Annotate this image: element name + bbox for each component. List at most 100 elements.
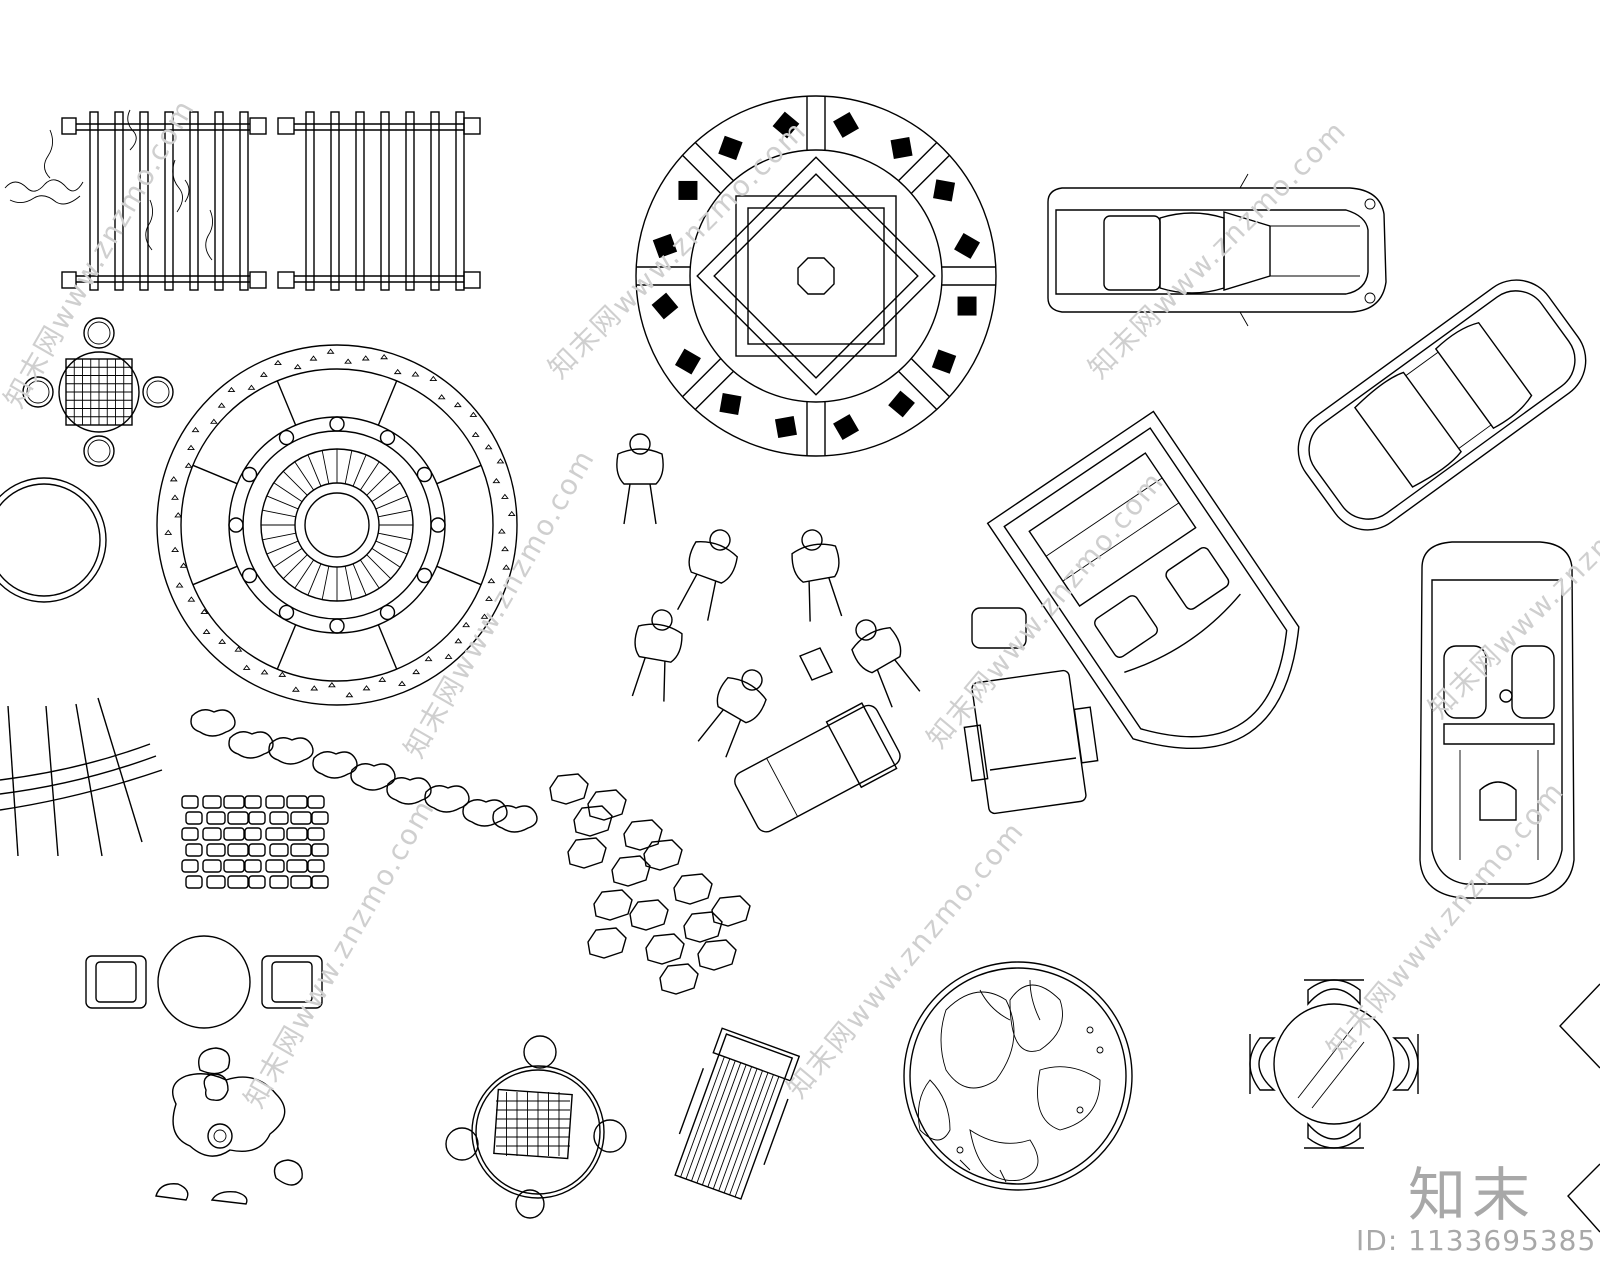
fountain-tile — [833, 414, 860, 441]
stepping-stone — [462, 799, 508, 827]
paving-block — [265, 859, 285, 873]
gravel-mark — [437, 394, 446, 400]
paving-block — [269, 843, 289, 857]
paving-block — [265, 827, 285, 841]
paving-block — [244, 859, 262, 873]
gravel-mark — [293, 363, 302, 370]
gravel-mark — [344, 358, 352, 364]
chair-seat — [1392, 1037, 1419, 1091]
gravel-mark — [242, 664, 251, 670]
plaza-segment — [262, 532, 296, 541]
paving-block — [290, 843, 312, 857]
plaza-light — [241, 567, 258, 584]
gravel-mark — [247, 384, 256, 390]
plaza-ray — [377, 380, 398, 426]
paving-block — [223, 827, 245, 841]
watermark-text-8: 知末网www.znzmo.com — [1320, 775, 1571, 1065]
paving-block — [244, 827, 262, 841]
deck-slat — [734, 1076, 780, 1198]
gravel-mark — [453, 401, 462, 408]
gravel-mark — [164, 529, 173, 535]
fountain-tile — [678, 180, 698, 200]
person-head — [801, 529, 823, 551]
plaza-ray — [192, 464, 238, 485]
paving-block — [290, 811, 312, 825]
flagstone — [697, 939, 737, 971]
pergola-slat — [189, 111, 199, 291]
gravel-mark — [412, 668, 421, 675]
flagstone — [573, 805, 613, 837]
plaza-ray — [377, 624, 398, 670]
pergola-slat — [455, 111, 465, 291]
gravel-mark — [487, 577, 496, 584]
person-head — [741, 669, 763, 691]
gravel-mark — [200, 608, 209, 615]
plaza-light — [379, 604, 396, 621]
plaza-segment — [359, 559, 380, 589]
flagstone — [659, 963, 699, 995]
plaza-segment — [359, 461, 380, 491]
gravel-mark — [497, 528, 506, 534]
pergola-slat — [239, 111, 249, 291]
round-pool — [0, 477, 107, 603]
paving-block — [248, 811, 266, 825]
deck-slat — [696, 1062, 742, 1184]
pergola-slat — [430, 111, 440, 291]
paving-block — [181, 859, 199, 873]
plaza-ray — [276, 380, 297, 426]
plaza-segment — [378, 532, 412, 541]
plaza-segment — [371, 547, 401, 568]
gravel-mark — [411, 371, 420, 377]
gravel-mark — [309, 355, 318, 361]
gravel-mark — [502, 564, 511, 570]
paving-block — [307, 859, 325, 873]
deck-slat — [680, 1056, 725, 1178]
flagstone — [549, 773, 589, 805]
chess-table-set — [22, 317, 174, 467]
gravel-mark — [380, 354, 389, 360]
person-head — [855, 619, 877, 641]
gravel-mark — [393, 368, 402, 375]
plaza-segment — [294, 461, 315, 491]
stepping-stone — [228, 731, 274, 759]
paving-block — [265, 795, 285, 809]
deck-slat — [707, 1066, 753, 1188]
paving-block — [223, 795, 245, 809]
person-legs — [676, 573, 717, 621]
sports-car — [1047, 173, 1387, 327]
gravel-mark — [209, 418, 218, 424]
gravel-mark — [202, 628, 211, 635]
deck-chair — [674, 1027, 801, 1200]
flagstone — [587, 789, 627, 821]
lounge-chairs — [734, 607, 1099, 833]
gravel-mark — [218, 638, 227, 644]
gravel-mark — [260, 669, 269, 675]
paving-block — [248, 875, 266, 889]
gravel-mark — [227, 386, 236, 393]
paving-block — [227, 811, 249, 825]
pergola — [277, 111, 481, 291]
chair-seat — [1249, 1037, 1276, 1091]
plaza-ray — [192, 565, 238, 586]
gravel-mark — [184, 462, 193, 468]
paving-block — [181, 795, 199, 809]
fountain-tile — [719, 393, 742, 416]
deck-slat — [691, 1060, 736, 1182]
plaza-segment — [282, 470, 308, 496]
plaza-segment — [375, 495, 408, 510]
flagstone — [593, 889, 633, 921]
plaza-light — [241, 466, 258, 483]
paving-block — [307, 795, 325, 809]
gravel-mark — [274, 359, 282, 366]
speedboat — [986, 410, 1300, 750]
person-body — [634, 623, 683, 663]
person-body — [616, 448, 664, 485]
gravel-mark — [234, 646, 243, 652]
plaza-segment — [366, 554, 392, 580]
plaza-light — [329, 618, 345, 634]
paving-block — [223, 859, 245, 873]
deck-slat — [701, 1064, 747, 1186]
person-head — [651, 609, 673, 631]
plaza-segment — [266, 540, 299, 555]
fountain-tile — [888, 390, 915, 418]
